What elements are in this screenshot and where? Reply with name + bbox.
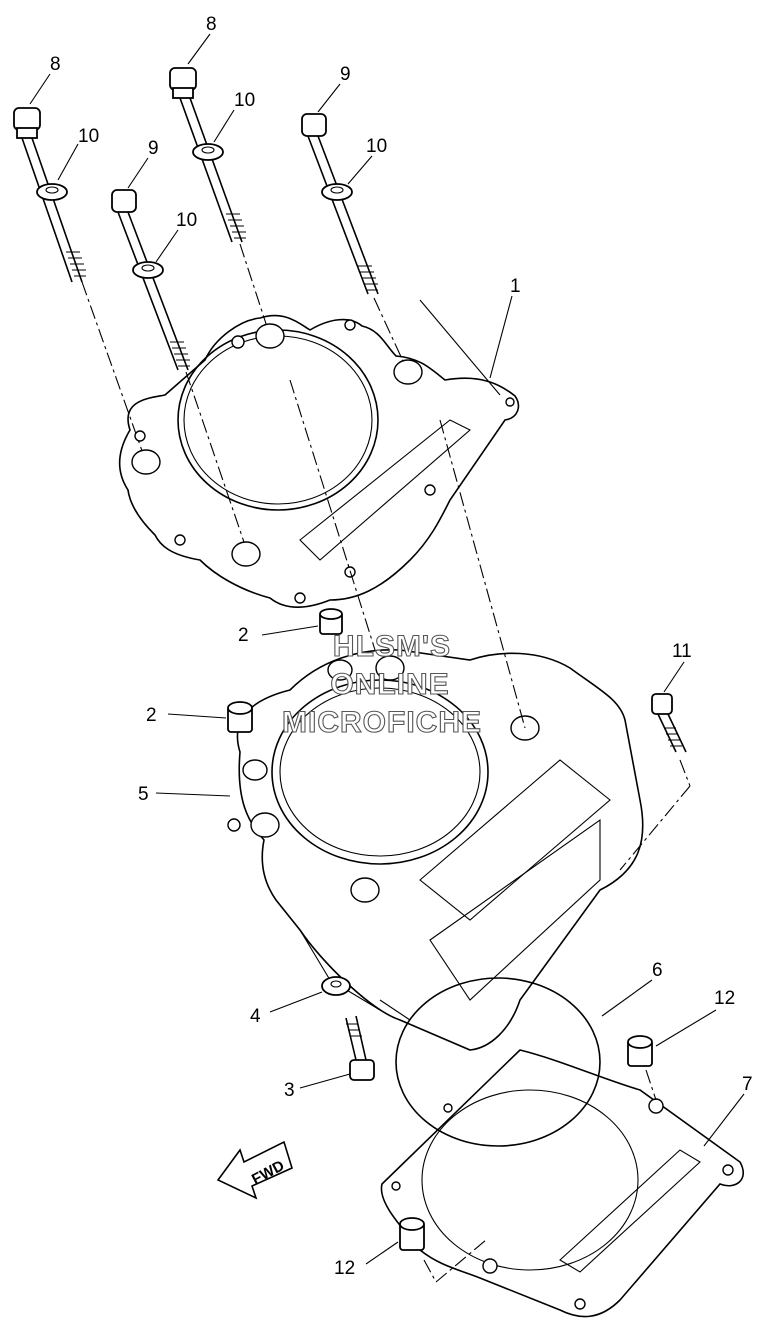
o-ring-part-6 [395, 977, 601, 1147]
watermark-line: HLSM'S [333, 630, 451, 663]
dowel-pin-12-bottom [399, 1217, 487, 1283]
callout-10: 10 [234, 90, 255, 111]
bolt-path-line [439, 419, 526, 729]
callout-2: 2 [146, 705, 157, 726]
callout-11: 11 [672, 641, 692, 662]
bolt-path-line [289, 379, 376, 651]
callout-12: 12 [334, 1258, 355, 1279]
callout-7: 7 [742, 1074, 753, 1095]
callout-8: 8 [206, 14, 217, 35]
bolt-8-center [169, 67, 271, 337]
forward-direction-arrow: FWD [216, 1140, 293, 1200]
callout-9: 9 [340, 64, 351, 85]
callout-5: 5 [138, 784, 149, 805]
callout-10: 10 [366, 136, 387, 157]
bolt-8-left [13, 107, 147, 463]
callout-9: 9 [148, 138, 159, 159]
callout-4: 4 [250, 1006, 261, 1027]
callout-6: 6 [652, 960, 663, 981]
callout-10: 10 [176, 210, 197, 231]
callout-1: 1 [510, 276, 521, 297]
watermark-line: ONLINE [330, 668, 449, 701]
callout-10: 10 [78, 126, 99, 147]
leader-lines [29, 33, 745, 1265]
dowel-pin-2-left [227, 701, 253, 733]
head-gasket-part-1 [118, 299, 520, 609]
watermark-line: MICROFICHE [282, 706, 482, 739]
base-gasket-part-7 [380, 1049, 744, 1318]
washer-part-4 [321, 976, 351, 996]
dowel-pin-2-top [319, 608, 343, 635]
callout-2: 2 [238, 625, 249, 646]
bolt-part-11 [619, 693, 691, 871]
callout-3: 3 [284, 1080, 295, 1101]
fwd-label: FWD [249, 1157, 287, 1188]
callout-8: 8 [50, 54, 61, 75]
bolt-part-3 [345, 1015, 375, 1081]
dowel-pin-12-top [627, 1035, 657, 1101]
watermark: HLSM'S ONLINE MICROFICHE [281, 629, 482, 739]
callout-12: 12 [714, 988, 735, 1009]
bolt-9-right [301, 113, 409, 373]
bolt-9-left [111, 189, 247, 549]
